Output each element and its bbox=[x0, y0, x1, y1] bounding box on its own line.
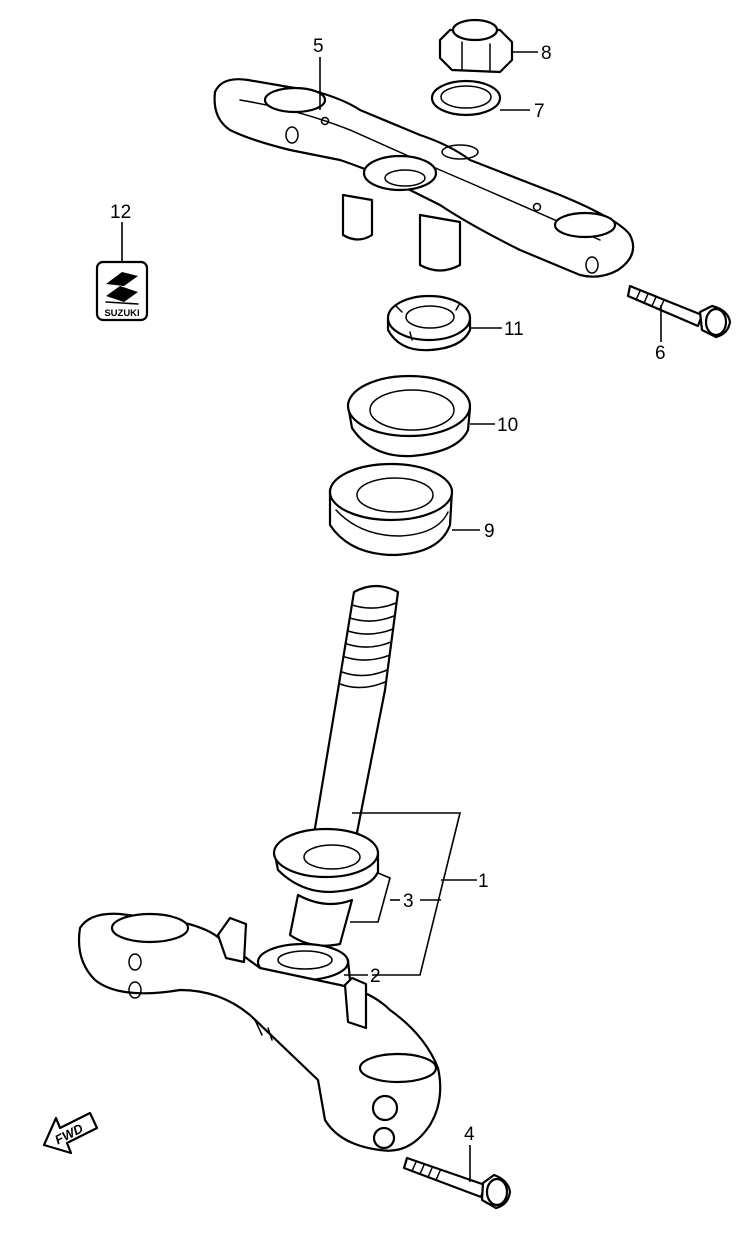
callout-6: 6 bbox=[655, 343, 666, 364]
upper-bearing bbox=[328, 462, 454, 557]
upper-bracket-bolt bbox=[626, 284, 732, 339]
upper-bracket bbox=[213, 78, 635, 278]
callout-3: 3 bbox=[403, 891, 414, 912]
stem-cap-nut bbox=[438, 18, 514, 74]
steering-stem bbox=[256, 584, 400, 1004]
callout-7: 7 bbox=[534, 101, 545, 122]
callout-4: 4 bbox=[464, 1124, 475, 1145]
dust-seal bbox=[346, 374, 472, 458]
suzuki-emblem: SUZUKI bbox=[95, 260, 149, 322]
callout-1: 1 bbox=[478, 871, 489, 892]
leader-lines bbox=[121, 51, 662, 1182]
callout-5: 5 bbox=[313, 36, 324, 57]
emblem-text: SUZUKI bbox=[104, 308, 139, 319]
lower-bracket-bolt bbox=[402, 1156, 512, 1210]
forward-direction-indicator: FWD bbox=[42, 1111, 99, 1155]
steering-stem-nut bbox=[386, 294, 472, 352]
callout-9: 9 bbox=[484, 521, 495, 542]
lower-bracket bbox=[77, 912, 442, 1152]
callout-12: 12 bbox=[110, 202, 131, 223]
callout-10: 10 bbox=[497, 415, 518, 436]
callout-labels: 1 2 3 4 5 6 7 8 9 10 11 12 bbox=[110, 36, 666, 1145]
callout-11: 11 bbox=[504, 319, 524, 340]
washer bbox=[430, 79, 502, 117]
callout-8: 8 bbox=[541, 43, 552, 64]
callout-2: 2 bbox=[370, 966, 381, 987]
